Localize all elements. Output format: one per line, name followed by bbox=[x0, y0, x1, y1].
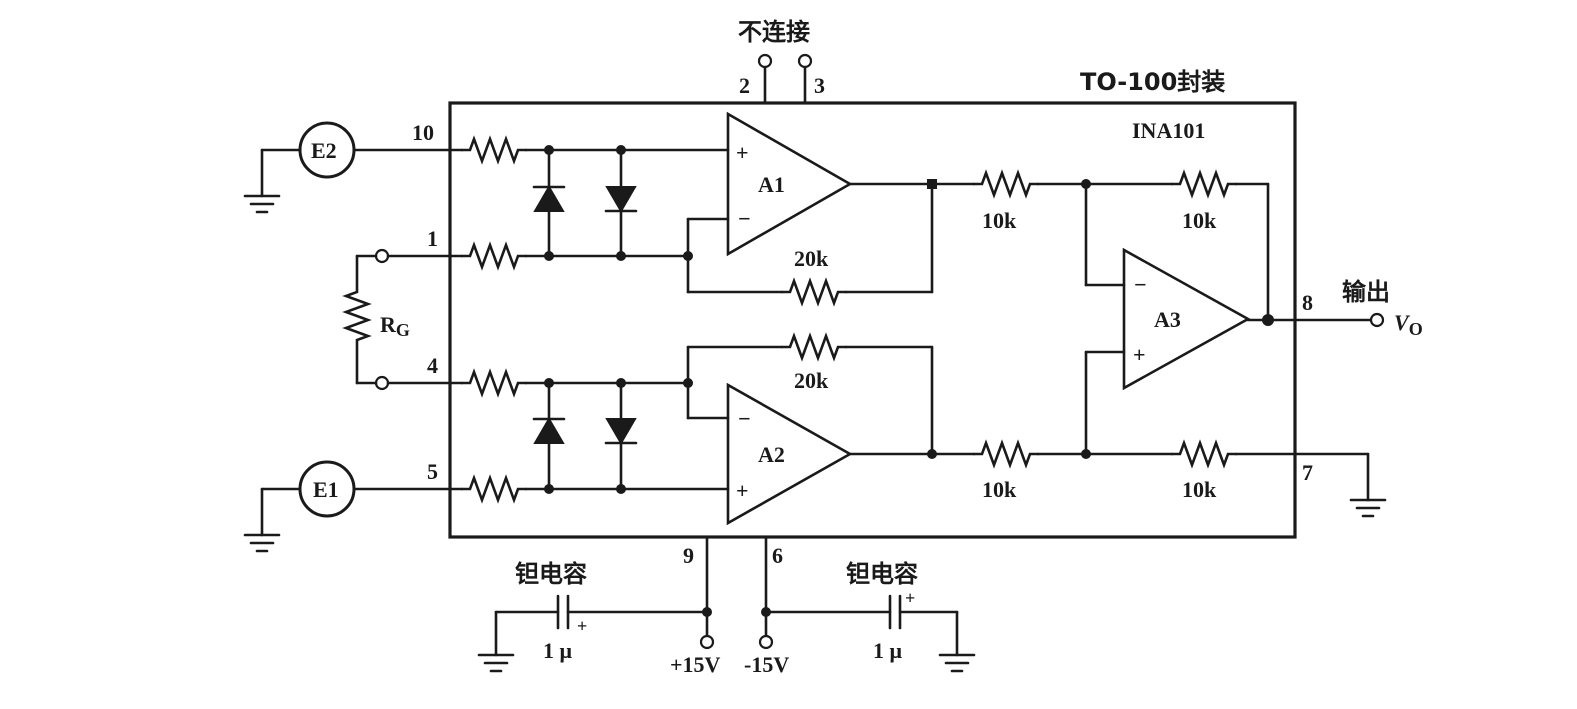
source-e1-label: E1 bbox=[313, 477, 339, 502]
package-label: TO-100封装 bbox=[1080, 68, 1225, 96]
pin-3-label: 3 bbox=[814, 73, 825, 98]
not-connected-pins: 不连接 2 3 bbox=[738, 18, 825, 105]
pin-8-label: 8 bbox=[1302, 290, 1313, 315]
pin-6-label: 6 bbox=[772, 543, 783, 568]
r-fb1-label: 20k bbox=[794, 246, 829, 271]
input-resistor-5 bbox=[460, 476, 528, 502]
r-a3-bot-ref-label: 10k bbox=[1182, 477, 1217, 502]
opamp-a2: − + A2 20k bbox=[683, 334, 937, 526]
a3-plus: + bbox=[1133, 342, 1146, 367]
vpos-label: +15V bbox=[670, 652, 721, 677]
output-label: 输出 bbox=[1342, 278, 1390, 306]
cap-right-value: 1 μ bbox=[873, 638, 903, 663]
opamp-a1: + − A1 20k bbox=[683, 111, 937, 305]
a3-minus: − bbox=[1134, 272, 1147, 297]
r-a3-bot-in-label: 10k bbox=[982, 477, 1017, 502]
a2-label: A2 bbox=[758, 442, 785, 467]
a3-label: A3 bbox=[1154, 307, 1181, 332]
a2-minus: − bbox=[738, 406, 751, 431]
tant-right-label: 钽电容 bbox=[846, 560, 918, 588]
a1-label: A1 bbox=[758, 172, 785, 197]
opamp-a3: 10k 10k 10k 10k 7 − + A3 8 输出 VO bbox=[930, 171, 1423, 518]
chip-label: INA101 bbox=[1132, 118, 1205, 143]
pin-1-label: 1 bbox=[427, 226, 438, 251]
pin-2-terminal bbox=[757, 53, 773, 69]
not-connected-label: 不连接 bbox=[738, 18, 810, 46]
source-e1: E1 5 bbox=[243, 459, 464, 553]
vpos-terminal bbox=[699, 634, 715, 650]
a2-plus: + bbox=[736, 478, 749, 503]
source-e2-label: E2 bbox=[311, 138, 337, 163]
resistor-rg: RG 1 4 bbox=[342, 226, 464, 391]
input-resistor-4 bbox=[460, 370, 528, 396]
source-e2: E2 10 bbox=[243, 120, 464, 214]
vneg-label: -15V bbox=[744, 652, 789, 677]
pin-9-label: 9 bbox=[683, 543, 694, 568]
vout-label: VO bbox=[1394, 310, 1423, 339]
r-a3-top-in-label: 10k bbox=[982, 208, 1017, 233]
a1-plus: + bbox=[736, 140, 749, 165]
pin-4-label: 4 bbox=[427, 353, 438, 378]
upper-diode-clamp bbox=[524, 145, 730, 261]
rg-label: RG bbox=[380, 312, 410, 340]
cap-left-plus: + bbox=[577, 616, 587, 636]
tant-left-label: 钽电容 bbox=[515, 560, 587, 588]
vneg-terminal bbox=[758, 634, 774, 650]
input-resistor-1 bbox=[460, 243, 528, 269]
pin-3-terminal bbox=[797, 53, 813, 69]
pin-10-label: 10 bbox=[412, 120, 434, 145]
output-terminal bbox=[1369, 312, 1385, 328]
pin-5-label: 5 bbox=[427, 459, 438, 484]
cap-left-value: 1 μ bbox=[543, 638, 573, 663]
power-supply: 9 +15V 6 -15V + 钽电容 1 μ + 钽电容 1 μ bbox=[477, 535, 976, 677]
lower-diode-clamp bbox=[524, 378, 730, 494]
r-a3-top-fb-label: 10k bbox=[1182, 208, 1217, 233]
cap-right-plus: + bbox=[905, 588, 915, 608]
pin-2-label: 2 bbox=[739, 73, 750, 98]
r-fb2-label: 20k bbox=[794, 368, 829, 393]
input-resistor-10 bbox=[460, 137, 528, 163]
pin-7-label: 7 bbox=[1302, 460, 1313, 485]
a1-minus: − bbox=[738, 206, 751, 231]
